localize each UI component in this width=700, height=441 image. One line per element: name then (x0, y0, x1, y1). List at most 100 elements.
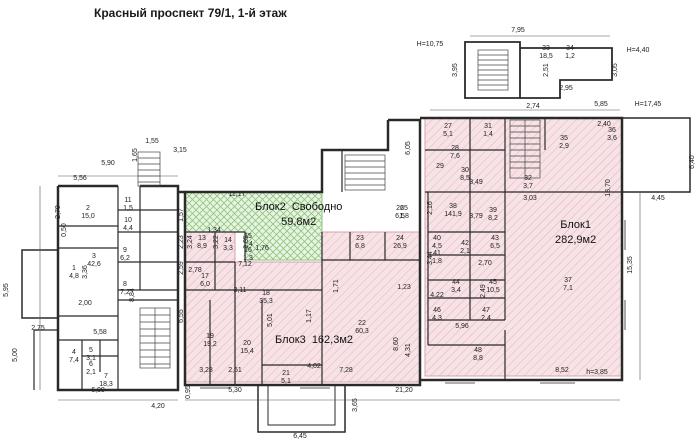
dimension-label: 8,52 (555, 367, 569, 374)
room-area: 8,5 (460, 175, 470, 182)
room-number: 19 (206, 333, 214, 340)
room-area: 8,2 (488, 215, 498, 222)
room-number: 4 (72, 349, 76, 356)
room-area: 141,9 (444, 211, 462, 218)
room-area: 3,4 (451, 287, 461, 294)
windows (200, 220, 626, 389)
room-area: 4,8 (69, 273, 79, 280)
dimension-label: 11,17 (229, 191, 246, 198)
block1-label: Блок1 282,9м2 (555, 218, 596, 248)
block2-name: Блок2 (255, 201, 286, 213)
dimension-label: 2,51 (228, 367, 242, 374)
dimension-label: 6,55 (178, 309, 185, 323)
dimension-label: 5,01 (267, 313, 274, 327)
room-number: 15 (244, 233, 252, 240)
room-number: 29 (436, 163, 444, 170)
room-number: 7 (104, 373, 108, 380)
room-number: 30 (461, 167, 469, 174)
dimension-label: 0,95 (185, 385, 192, 399)
room-area: 5,1 (443, 131, 453, 138)
stairs (137, 49, 541, 369)
room-area: 2,4 (481, 315, 491, 322)
room-area: 60,3 (355, 328, 369, 335)
dimension-label: 5,30 (228, 387, 242, 394)
room-area: 3,3 (223, 245, 233, 252)
room-number: 42 (461, 240, 469, 247)
dimension-label: 6,05 (405, 141, 412, 155)
dimension-label: 2,70 (478, 260, 492, 267)
dimension-label: 3,24 (187, 235, 194, 249)
dimension-label: 5,00 (12, 348, 19, 362)
room-number: 21 (282, 370, 290, 377)
room-number: 5 (89, 347, 93, 354)
room-number: 44 (452, 279, 460, 286)
dimension-label: 15,35 (627, 256, 634, 274)
dimension-label: 21,20 (395, 387, 413, 394)
dimension-label: 2,78 (188, 267, 202, 274)
room-number: 16 (244, 247, 252, 254)
dimension-label: 4,22 (430, 292, 444, 299)
dimension-label: 2,70 (55, 205, 62, 219)
dimension-label: 2,74 (526, 103, 540, 110)
room-number: 11 (124, 197, 131, 204)
room-area: 35,3 (259, 298, 273, 305)
room-area: 6,0 (200, 281, 210, 288)
dimension-label: 1,55 (145, 138, 159, 145)
room-area: 1,4 (483, 131, 493, 138)
height-mark: H=17,45 (635, 101, 662, 108)
dimension-label: 8,60 (393, 337, 400, 351)
block3-area: 162,3м2 (311, 334, 354, 346)
room-area: 6,2 (120, 255, 130, 262)
room-area: 1,4 (243, 241, 253, 248)
room-number: 14 (224, 237, 232, 244)
dimension-label: 1,23 (397, 284, 411, 291)
room-number: 6 (89, 361, 93, 368)
room-area: 6,5 (395, 213, 405, 220)
dimension-label: 6,45 (293, 433, 307, 440)
dimension-label: 2,00 (78, 300, 92, 307)
room-number: 36 (608, 127, 616, 134)
dimension-label: 7,12 (238, 261, 252, 268)
room-number: 46 (433, 307, 441, 314)
dimension-label: 3,49 (469, 179, 483, 186)
room-number: 24 (396, 235, 404, 242)
room-number: 22 (358, 320, 366, 327)
room-area: 42,6 (87, 261, 101, 268)
height-mark: H=10,75 (417, 41, 444, 48)
dimension-label: 2,49 (480, 284, 487, 298)
room-area: 18,5 (539, 53, 553, 60)
height-mark: H=4,40 (627, 47, 650, 54)
room-area: 15,4 (240, 348, 254, 355)
room-number: 35 (560, 135, 568, 142)
dimension-label: 1,71 (333, 279, 340, 293)
dimension-label: 7,28 (339, 367, 353, 374)
room-number: 43 (491, 235, 499, 242)
room-number: 40 (433, 235, 441, 242)
room-number: 48 (474, 347, 482, 354)
room-area: 1,8 (432, 258, 442, 265)
room-area: 6,8 (355, 243, 365, 250)
dimension-label: 18,70 (605, 179, 612, 197)
dimension-label: 1,65 (132, 148, 139, 162)
dimension-label: 5,95 (3, 283, 10, 297)
room-area: 1,8 (399, 213, 409, 220)
dimension-label: 3,79 (469, 213, 483, 220)
room-number: 10 (124, 217, 132, 224)
height-mark: h=3,85 (586, 369, 608, 376)
room-area: 7,2 (120, 289, 130, 296)
dimension-label: 2,16 (427, 201, 434, 215)
room-number: 31 (484, 123, 492, 130)
dimension-label: 2,40 (597, 121, 611, 128)
room-number: 2 (86, 205, 90, 212)
room-area: 1,2 (565, 53, 575, 60)
dimension-label: 7,95 (511, 27, 525, 34)
dimension-label: 3,22 (213, 235, 220, 249)
dimension-label: 1,57 (178, 208, 185, 222)
room-number: 8 (123, 281, 127, 288)
room-number: 28 (451, 145, 459, 152)
room-number: 3 (92, 253, 96, 260)
room-area: 7,6 (450, 153, 460, 160)
room-area: 3,6 (607, 135, 617, 142)
